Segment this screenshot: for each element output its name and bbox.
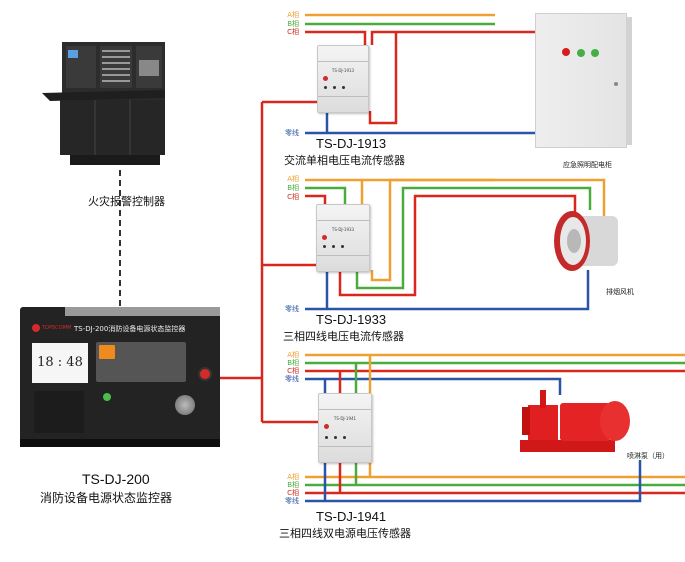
wire-phase-c-loop [368,32,398,125]
lighting-distribution-cabinet [535,13,632,148]
alarm-button[interactable] [198,367,212,381]
sensor-1933: TS-DJ-1933 [316,204,370,272]
sensor-plate: TS-DJ-1913 [331,68,355,73]
pump-label: 喷淋泵（用） [627,452,669,460]
wire-phase-c-out [370,30,535,45]
wire-phase-a-out [370,178,606,282]
cabinet-side [626,17,632,145]
cabinet-label: 应急照明配电柜 [563,161,612,169]
sensor-1933-model: TS-DJ-1933 [316,312,387,327]
sensor-1933-name: 三相四线电压电流传感器 [283,330,404,343]
printer-slot [34,391,84,433]
pump-graphic [520,390,630,452]
wire-neutral [305,270,590,311]
sensor-1941: TS-DJ-1941 [318,393,372,463]
cabinet-lock-icon [614,82,618,86]
sensor-plate: TS-DJ-1933 [331,227,355,232]
label-n-bottom: 零线 [285,497,299,505]
jog-wheel[interactable] [175,395,195,415]
bus-wiring [220,100,318,424]
sensor-1-wiring [305,13,535,135]
green-lamp-icon [577,49,585,57]
sensor-1913-model: TS-DJ-1913 [316,136,387,151]
label-c: C相 [287,28,299,36]
fire-alarm-controller-label: 火灾报警控制器 [88,195,165,208]
lcd-screen: 18 : 48 [32,343,88,383]
label-n-top: 零线 [285,375,299,383]
sensor-1913-name: 交流单相电压电流传感器 [284,154,405,167]
confirm-button[interactable] [103,393,111,401]
lcd-clock: 18 : 48 [37,355,83,370]
label-b: B相 [287,184,299,192]
fire-alarm-controller [40,38,170,168]
sensor-1941-name: 三相四线双电源电压传感器 [279,527,411,540]
mode-button[interactable] [99,345,115,359]
wire-neutral-top [305,377,562,395]
sprinkler-pump [520,385,635,465]
smoke-exhaust-fan [552,208,624,273]
label-c-bottom: C相 [287,489,299,497]
green-lamp-icon [591,49,599,57]
wire-phase-c [305,194,327,204]
sensor-plate: TS-DJ-1941 [333,416,357,421]
fan-label: 排烟风机 [606,288,634,296]
monitor-model: TS-DJ-200 [82,471,150,487]
console-graphic [42,42,165,165]
wire-phase-c [305,30,367,45]
wire-phase-b [305,186,347,204]
label-c: C相 [287,193,299,201]
label-b-bottom: B相 [287,481,299,489]
label-n: 零线 [285,129,299,137]
monitor-base [20,439,220,447]
fan-graphic [554,211,618,271]
sensor-1941-model: TS-DJ-1941 [316,509,387,524]
keypad-panel [96,342,186,382]
sensor-3-wiring [305,353,685,503]
label-b-top: B相 [287,359,299,367]
brand-name: TOPSCOMM [42,325,72,331]
label-a-top: A相 [287,351,299,359]
monitor-top-bar [65,307,220,316]
sensor-2-wiring [305,178,606,311]
sensor-1913: TS-DJ-1913 [317,45,369,113]
label-b: B相 [287,20,299,28]
label-a: A相 [287,175,299,183]
power-monitor-device: TOPSCOMM TS-DJ-200消防设备电源状态监控器 18 : 48 [20,307,220,447]
panel-title: TS-DJ-200消防设备电源状态监控器 [74,325,186,333]
label-n: 零线 [285,305,299,313]
monitor-name: 消防设备电源状态监控器 [40,491,173,505]
label-a-bottom: A相 [287,473,299,481]
label-a: A相 [287,11,299,19]
red-lamp-icon [562,48,570,56]
wire-phase-c-out [338,194,577,297]
wire-neutral-bottom [305,460,642,503]
wire-phase-b-out [355,186,592,290]
label-c-top: C相 [287,367,299,375]
brand-logo [32,324,40,332]
